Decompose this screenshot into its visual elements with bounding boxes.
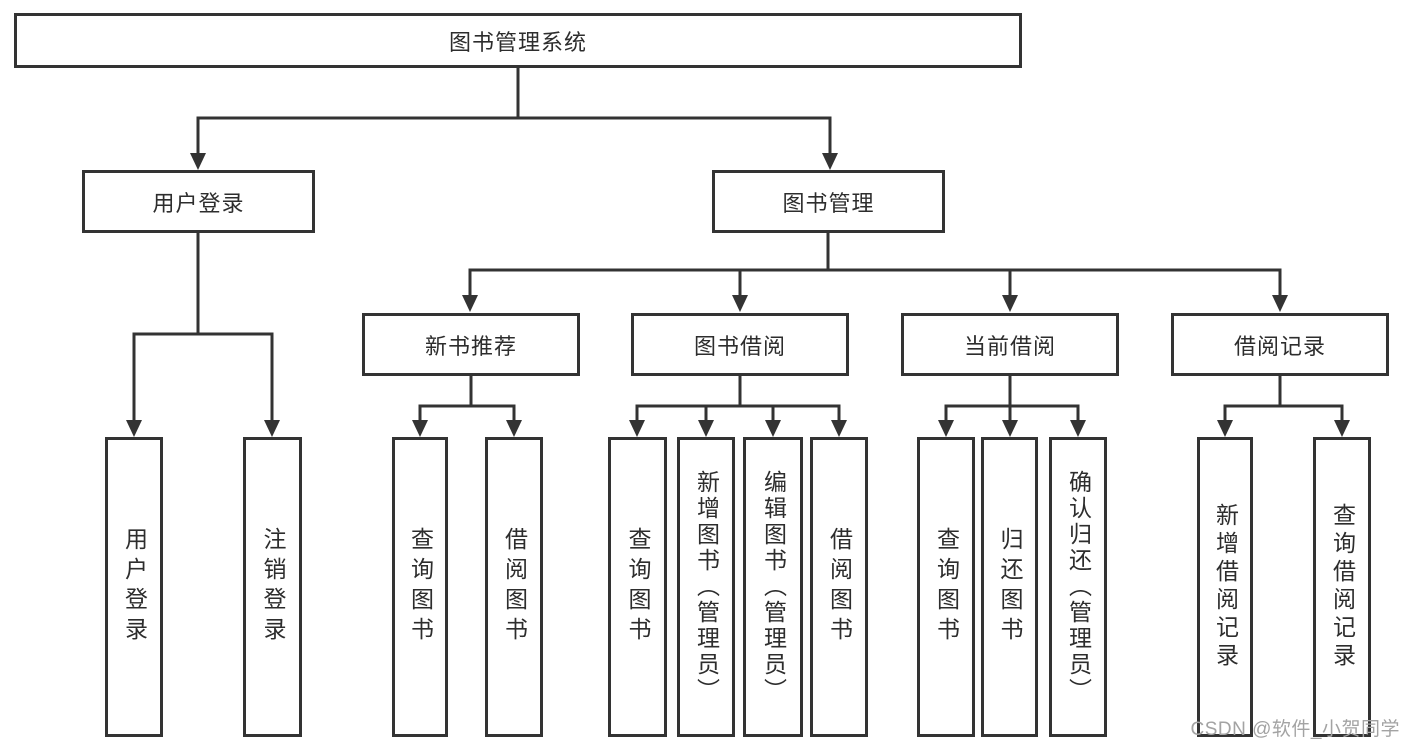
leaf-borrow-book-recommend: 借阅图书 [485,437,543,737]
leaf-query-borrow-record: 查询借阅记录 [1313,437,1371,737]
node-book-management-label: 图书管理 [782,190,875,216]
node-user-login-label: 用户登录 [152,190,245,216]
leaf-return-book-label: 归还图书 [997,527,1023,647]
node-book-management: 图书管理 [712,170,945,233]
leaf-edit-book-admin: 编辑图书（管理员） [743,437,803,737]
leaf-add-book-admin: 新增图书（管理员） [677,437,735,737]
leaf-user-login-label: 用户登录 [121,527,148,647]
leaf-edit-book-admin-label: 编辑图书（管理员） [760,470,787,704]
leaf-query-current-borrow-label: 查询图书 [933,527,960,647]
leaf-add-book-admin-label: 新增图书（管理员） [693,470,720,704]
node-book-borrow-label: 图书借阅 [693,333,786,359]
node-user-login: 用户登录 [82,170,315,233]
leaf-user-login: 用户登录 [105,437,163,737]
leaf-borrow-book-recommend-label: 借阅图书 [501,527,528,647]
node-current-borrow-label: 当前借阅 [963,333,1056,359]
node-borrow-record-label: 借阅记录 [1233,333,1326,359]
leaf-borrow-book-label: 借阅图书 [826,527,853,647]
node-root: 图书管理系统 [14,13,1022,68]
leaf-logout: 注销登录 [243,437,302,737]
node-current-borrow: 当前借阅 [901,313,1119,376]
node-new-book-recommend-label: 新书推荐 [424,333,517,359]
leaf-query-book-recommend: 查询图书 [392,437,448,737]
leaf-logout-label: 注销登录 [260,527,286,647]
leaf-query-book-recommend-label: 查询图书 [407,527,434,647]
leaf-confirm-return-admin: 确认归还（管理员） [1049,437,1107,737]
leaf-confirm-return-admin-label: 确认归还（管理员） [1065,470,1092,704]
node-root-label: 图书管理系统 [448,29,587,55]
node-new-book-recommend: 新书推荐 [362,313,580,376]
leaf-add-borrow-record: 新增借阅记录 [1197,437,1253,737]
leaf-query-book-borrow-label: 查询图书 [625,527,651,647]
leaf-query-current-borrow: 查询图书 [917,437,975,737]
leaf-query-borrow-record-label: 查询借阅记录 [1329,503,1356,671]
csdn-watermark: CSDN @软件_小贺同学 [1190,719,1400,740]
leaf-borrow-book: 借阅图书 [810,437,868,737]
leaf-add-borrow-record-label: 新增借阅记录 [1212,503,1239,671]
node-borrow-record: 借阅记录 [1171,313,1389,376]
node-book-borrow: 图书借阅 [631,313,849,376]
leaf-return-book: 归还图书 [981,437,1038,737]
leaf-query-book-borrow: 查询图书 [608,437,667,737]
